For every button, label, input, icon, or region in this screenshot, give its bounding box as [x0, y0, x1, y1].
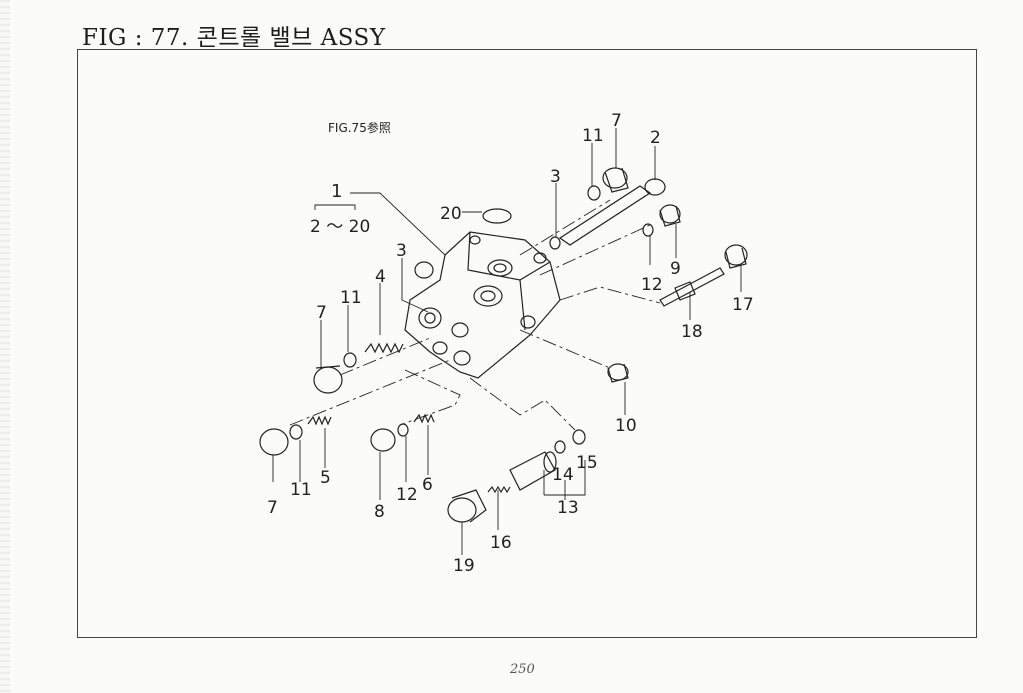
plug-7-left	[313, 365, 343, 394]
o-ring-11-left	[343, 352, 357, 368]
o-ring-11-top	[587, 185, 601, 201]
callout-13: 13	[557, 498, 579, 518]
callout-12: 12	[396, 485, 418, 505]
callout-11: 11	[340, 288, 362, 308]
axis-lines	[289, 199, 661, 431]
diagram-frame	[77, 49, 977, 638]
callout-17: 17	[732, 295, 754, 315]
spring-16	[487, 485, 511, 494]
callout-3: 3	[396, 241, 407, 261]
valve-body	[404, 231, 561, 379]
o-ring-12-lower	[397, 423, 409, 437]
spool-2	[558, 178, 666, 246]
plug-10	[607, 363, 629, 383]
assembly-number: 1	[331, 181, 342, 202]
callout-9: 9	[670, 259, 681, 279]
callout-5: 5	[320, 468, 331, 488]
callout-8: 8	[374, 502, 385, 522]
callout-3: 3	[550, 167, 561, 187]
callout-labels: 2 3 3 4 5 6 7 7 7 8 9 10 11 11 11 12 1 2 …	[267, 111, 754, 576]
spring-4	[364, 342, 404, 354]
plug-9	[659, 204, 681, 227]
o-ring-14	[554, 440, 566, 454]
callout-14: 14	[552, 465, 574, 485]
o-ring-3-top	[549, 236, 561, 250]
callout-18: 18	[681, 322, 703, 342]
callout-19: 19	[453, 556, 475, 576]
callout-15: 15	[576, 453, 598, 473]
callout-2: 2	[650, 128, 661, 148]
reference-note: FIG.75参照	[328, 120, 391, 135]
callout-7: 7	[267, 498, 278, 518]
o-ring-15	[572, 429, 586, 445]
callout-11: 11	[290, 480, 312, 500]
o-ring-12-top	[642, 223, 654, 237]
plug-7-lower	[259, 428, 289, 456]
spring-5	[307, 415, 332, 426]
callout-16: 16	[490, 533, 512, 553]
o-ring-11-lower	[289, 424, 303, 440]
plug-7-top	[602, 167, 629, 193]
callout-20: 20	[440, 204, 462, 224]
callout-10: 10	[615, 416, 637, 436]
plug-17	[724, 244, 748, 269]
figure-title: FIG : 77. 콘트롤 밸브 ASSY	[82, 25, 386, 51]
o-ring-20	[482, 208, 512, 224]
assembly-range: 2 ～ 20	[310, 217, 370, 237]
callout-4: 4	[375, 267, 386, 287]
callout-7: 7	[611, 111, 622, 131]
plug-8	[370, 428, 396, 452]
relief-13	[509, 451, 557, 491]
page-number: 250	[510, 662, 535, 677]
spring-6	[413, 413, 435, 424]
callout-7: 7	[316, 303, 327, 323]
scan-margin	[0, 0, 10, 693]
leader-lines	[272, 128, 742, 555]
callout-11: 11	[582, 126, 604, 146]
callout-12: 12	[641, 275, 663, 295]
needle-18	[659, 267, 725, 307]
plug-19	[447, 489, 487, 523]
callout-6: 6	[422, 475, 433, 495]
